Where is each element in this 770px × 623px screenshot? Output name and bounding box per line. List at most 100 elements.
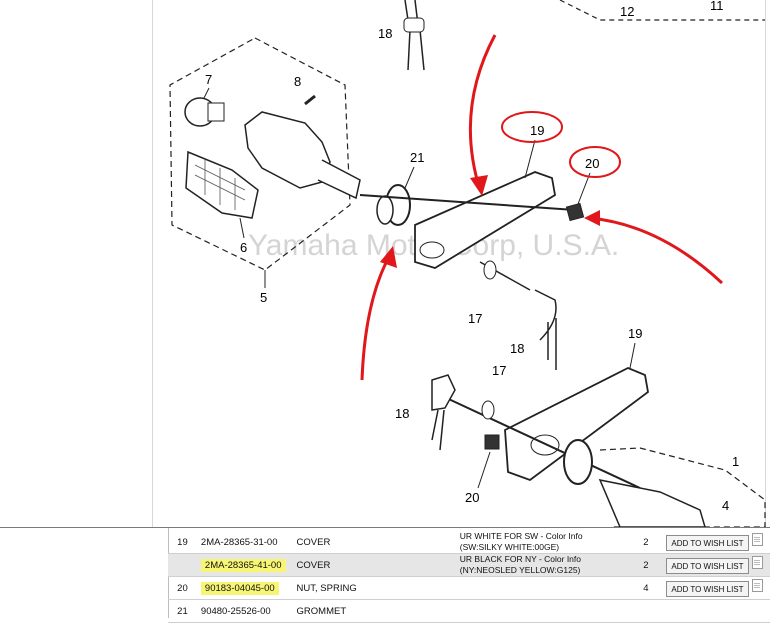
part-number-text[interactable]: 90183-04045-00 [200,581,279,595]
color-info [455,576,630,600]
wish-cell: ADD TO WISH LIST [662,576,770,600]
leader-20-lower [477,451,491,489]
red-arrow-left [360,254,392,381]
callout-20-upper: 20 [585,156,599,171]
callout-11: 11 [710,0,724,13]
callout-8: 8 [294,74,301,89]
wish-cell [662,599,770,623]
grommet-21-inner [376,195,394,225]
color-info-line2: (NY:NEOSLED YELLOW:G125) [459,565,581,575]
color-info-line2: (SW:SILKY WHITE:00GE) [459,542,560,552]
bolt-shaft-lower [439,394,641,489]
part-number-text[interactable]: 2MA-28365-31-00 [200,536,278,548]
parts-list-panel: 19 2MA-28365-31-00 COVER UR WHITE FOR SW… [0,527,770,623]
document-icon[interactable] [751,555,763,569]
grommet-17-upper [483,260,497,280]
wish-cell: ADD TO WISH LIST [662,531,770,554]
spring-nut-20 [565,202,585,222]
color-info-line1: UR WHITE FOR SW - Color Info [459,531,583,541]
dashed-box-top-right [559,0,765,21]
parts-table: 19 2MA-28365-31-00 COVER UR WHITE FOR SW… [168,531,770,623]
dashed-hexagon-1 [599,447,766,527]
part-number[interactable]: 90183-04045-00 [196,576,293,600]
callout-5: 5 [260,290,267,305]
red-arrow-right-head [584,210,600,226]
callout-7: 7 [205,72,212,87]
ref-number: 19 [168,531,197,554]
part-number[interactable]: 2MA-28365-41-00 [196,553,293,577]
part-number-text[interactable]: 90480-25526-00 [200,605,271,617]
callout-20-lower: 20 [465,490,479,505]
callout-12: 12 [620,4,634,19]
color-info [455,599,630,623]
ref-number: 20 [168,576,197,600]
part-number[interactable]: 2MA-28365-31-00 [196,531,293,554]
add-to-wish-list-button[interactable]: ADD TO WISH LIST [666,581,749,598]
leader-7 [203,87,210,99]
add-to-wish-list-button[interactable]: ADD TO WISH LIST [666,535,749,552]
callout-17-lower: 17 [492,363,506,378]
callout-19-lower: 19 [628,326,642,341]
callout-18-mid: 18 [510,341,524,356]
callout-4: 4 [722,498,729,513]
color-info-line1: UR BLACK FOR NY - Color Info [459,554,582,564]
color-info: UR BLACK FOR NY - Color Info (NY:NEOSLED… [455,553,630,577]
part-description: NUT, SPRING [292,576,456,600]
callout-6: 6 [240,240,247,255]
part-description: COVER [292,531,456,554]
bracket-19-hole [419,241,445,259]
table-row: 20 90183-04045-00 NUT, SPRING 4 ADD TO W… [168,576,770,600]
screw-8 [304,94,316,106]
callout-18-lower: 18 [395,406,409,421]
document-icon[interactable] [751,532,763,546]
exploded-view-drawing: Yamaha Motor Corp, U.S.A. 12 11 18 7 8 6… [169,0,766,527]
ref-number: 21 [168,599,197,623]
callout-21: 21 [410,150,424,165]
document-icon[interactable] [751,578,763,592]
part-number-text[interactable]: 2MA-28365-41-00 [200,558,286,572]
quantity [629,599,663,623]
housing-lower [598,478,706,527]
grommet-17-lower [481,400,495,420]
bulb-base [207,102,225,122]
table-row: 19 2MA-28365-31-00 COVER UR WHITE FOR SW… [168,531,770,554]
quantity: 2 [629,553,663,577]
part-description: COVER [292,553,456,577]
circle-20 [569,146,621,178]
grommet-lower [563,439,593,485]
bracket-19-upper [414,171,556,269]
table-row: 2MA-28365-41-00 COVER UR BLACK FOR NY - … [168,553,770,577]
callout-1: 1 [732,454,739,469]
socket-18-lower [431,374,456,411]
parts-list-left-gutter [0,528,169,618]
wire-upper [479,261,557,370]
leader-6 [239,217,245,239]
quantity: 2 [629,531,663,554]
housing [244,111,331,189]
bolt-shaft-upper [359,194,576,211]
quantity: 4 [629,576,663,600]
callout-18-top: 18 [378,26,392,41]
leader-19-upper [524,139,536,179]
leader-21 [404,166,415,189]
bracket-19-lower-hole [530,434,560,456]
color-info: UR WHITE FOR SW - Color Info (SW:SILKY W… [455,531,630,554]
housing-stem [317,159,361,200]
top-wire [404,0,425,71]
wire-lower [431,409,445,451]
diagram-left-border [152,0,153,527]
callout-19-upper: 19 [530,123,544,138]
leader-19-lower [629,342,636,369]
dashed-hexagon-5 [169,37,351,271]
spring-nut-20-lower [484,434,500,450]
part-number[interactable]: 90480-25526-00 [196,599,293,623]
add-to-wish-list-button[interactable]: ADD TO WISH LIST [666,558,749,575]
wish-cell: ADD TO WISH LIST [662,553,770,577]
red-arrow-top-head [470,175,488,196]
red-arrow-left-head [380,246,397,268]
red-arrow-right [589,216,724,285]
leader-20-upper [577,172,591,205]
table-row: 21 90480-25526-00 GROMMET [168,599,770,623]
diagram-right-border [765,0,766,527]
parts-diagram: Yamaha Motor Corp, U.S.A. 12 11 18 7 8 6… [152,0,766,527]
